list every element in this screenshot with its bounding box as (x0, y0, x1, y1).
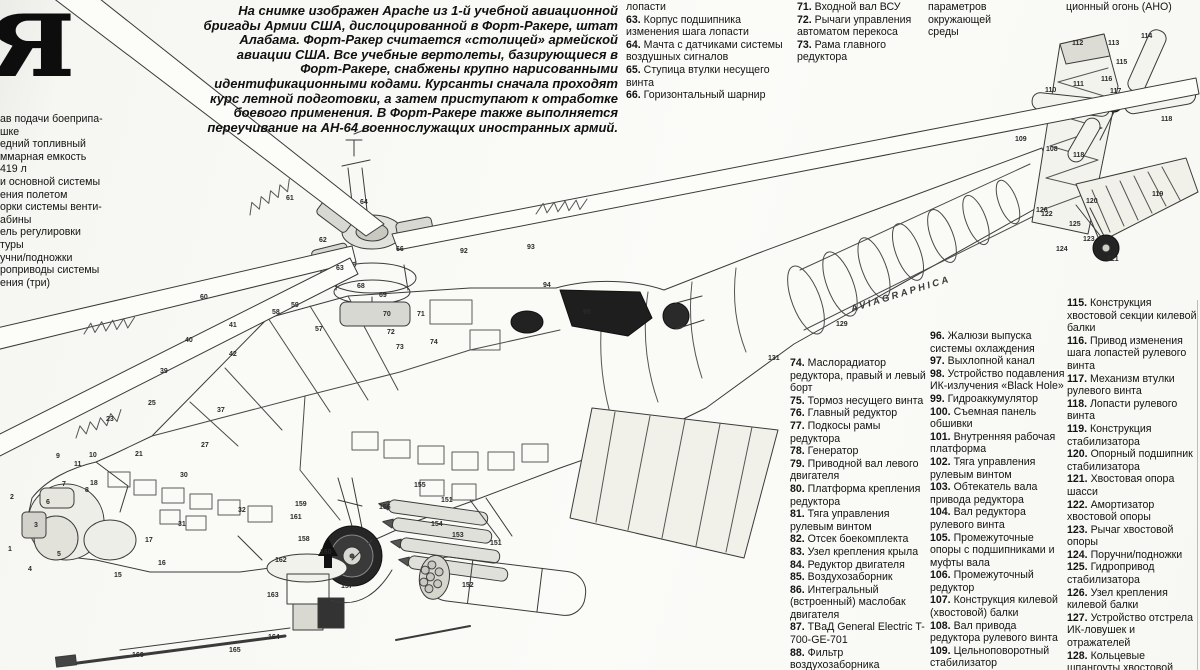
list-item: 72. Рычаги управления автоматом перекоса (797, 13, 912, 39)
blade-zigzags (75, 178, 588, 439)
list-item: роприводы системы (0, 264, 100, 277)
list-item: 84. Редуктор двигателя (790, 558, 905, 571)
list-item: абины (0, 213, 32, 226)
list-74-91: 74. Маслорадиатор редуктора, правый и ле… (790, 357, 932, 670)
fin-cap (1059, 33, 1111, 65)
list-item: лопасти (626, 1, 666, 13)
list-item: 73. Рама главного редуктора (797, 38, 886, 64)
list-item: 76. Главный редуктор (790, 407, 898, 420)
list-item: 80. Платформа крепления редуктора (790, 482, 921, 508)
equipment-bays (107, 299, 549, 531)
rocket-pod (418, 554, 587, 616)
list-item: 98. Устройство подавления ИК-излучения «… (930, 367, 1065, 393)
engine-dark (559, 289, 653, 337)
list-item: 66. Горизонтальный шарнир (626, 89, 766, 102)
list-item: орки системы венти- (0, 201, 102, 214)
fuselage-outline (27, 147, 1059, 573)
list-item: 124. Поручни/подножки (1067, 548, 1183, 561)
headline-letter: я (0, 0, 75, 105)
stabilator (1075, 157, 1199, 243)
list-item: 107. Конструкция килевой (хвостовой) бал… (930, 594, 1058, 620)
list-item: учни/подножки (0, 251, 73, 264)
rotor-blades (0, 0, 1200, 457)
list-item: 96. Жалюзи выпуска системы охлаждения (930, 330, 1035, 355)
list-item: 71. Входной вал ВСУ (797, 1, 901, 13)
list-item: 122. Амортизатор хвостовой опоры (1067, 498, 1155, 524)
list-item: 108. Вал привода редуктора рулевого винт… (930, 619, 1058, 645)
list-item: 106. Промежуточный редуктор (930, 569, 1034, 594)
list-item: среды (928, 26, 959, 39)
list-item: параметров окружающей (928, 1, 992, 26)
list-item: ения (три) (0, 276, 51, 289)
list-item: 123. Рычаг хвостовой опоры (1067, 523, 1174, 549)
intake-dark (510, 310, 544, 334)
list-item: шке (0, 125, 20, 138)
list-item: 109. Цельноповоротный стабилизатор (930, 644, 1050, 670)
list-115-131: 115. Конструкция хвостовой секции килево… (1067, 297, 1200, 670)
wing (569, 407, 779, 559)
stabilator-ribs (1091, 166, 1181, 233)
list-item: ммарная емкость (0, 150, 87, 163)
intro-paragraph: На снимке изображен Apache из 1-й учебно… (203, 3, 618, 135)
nose-turret (21, 461, 137, 561)
list-item: 83. Узел крепления крыла (790, 545, 919, 558)
list-item: 419 л (0, 163, 27, 176)
list-item: 117. Механизм втулки рулевого винта (1067, 372, 1175, 398)
list-item: 81. Тяга управления рулевым винтом (790, 508, 890, 533)
list-item: 119. Конструкция стабилизатора (1067, 422, 1152, 448)
exhaust (662, 302, 690, 330)
insert-arrow (318, 538, 338, 568)
list-item: 65. Ступица втулки несущего винта (626, 63, 770, 89)
list-item: 115. Конструкция хвостовой секции килево… (1067, 297, 1197, 335)
list-item: 78. Генератор (790, 445, 859, 458)
list-item: 104. Вал редуктора рулевого винта (930, 506, 1026, 531)
list-item: 87. ТВаД General Electric T-700-GE-701 (790, 621, 925, 647)
list-item: 126. Узел крепления килевой балки (1067, 586, 1168, 612)
chain-gun (54, 535, 471, 668)
list-item: 64. Мачта с датчиками системы воздушных … (626, 38, 783, 64)
tail-wheel (1075, 204, 1120, 262)
list-item: едний топливный (0, 138, 86, 151)
list-item: и основной системы (0, 175, 101, 188)
list-item: 97. Выхлопной канал (930, 355, 1035, 368)
list-item: 102. Тяга управления рулевым винтом (930, 455, 1036, 481)
list-item: 75. Тормоз несущего винта (790, 394, 924, 407)
list-item: 121. Хвостовая опора шасси (1067, 473, 1175, 498)
list-fragment-nav-light: ционный огонь (АНО) (1066, 1, 1198, 14)
list-item: 63. Корпус подшипника изменения шага лоп… (626, 13, 749, 39)
wing-ribs (595, 411, 753, 553)
list-item: 101. Внутренняя рабочая платформа (930, 430, 1056, 456)
list-item: 82. Отсек боекомплекта (790, 533, 909, 546)
list-item: 118. Лопасти рулевого винта (1067, 397, 1178, 423)
list-item: 86. Интегральный (встроенный) маслобак д… (790, 583, 906, 621)
list-item: 125. Гидропривод стабилизатора (1067, 561, 1155, 587)
list-item: 100. Съемная панель обшивки (930, 405, 1037, 431)
list-item: 120. Опорный подшипник стабилизатора (1067, 448, 1193, 473)
tailboom-rings (787, 163, 1043, 335)
list-item: ения полетом (0, 188, 68, 201)
list-item: туры (0, 238, 24, 251)
page-trim-edge (1197, 300, 1198, 670)
list-item: ционный огонь (АНО) (1066, 1, 1172, 13)
list-item: ель регулировки (0, 226, 81, 239)
list-item: ав подачи боеприпа- (0, 113, 103, 125)
list-item: 79. Приводной вал левого двигателя (790, 457, 919, 483)
list-item: 128. Кольцевые шпангоуты хвостовой балки (1067, 649, 1174, 670)
list-item: 127. Устройство отстрела ИК-ловушек и от… (1067, 611, 1193, 650)
list-item: 74. Маслорадиатор редуктора, правый и ле… (790, 357, 926, 395)
list-item: 116. Привод изменения шага лопастей руле… (1067, 334, 1187, 372)
list-item: 88. Фильтр воздухозаборника (790, 646, 880, 670)
list-item: 103. Обтекатель вала привода редуктора (930, 481, 1038, 506)
list-item: 77. Подкосы рамы редуктора (790, 419, 881, 445)
list-item: 105. Промежуточные опоры с подшипниками … (930, 531, 1055, 569)
list-item: 85. Воздухозаборник (790, 571, 893, 584)
list-item: 99. Гидроаккумулятор (930, 392, 1039, 405)
